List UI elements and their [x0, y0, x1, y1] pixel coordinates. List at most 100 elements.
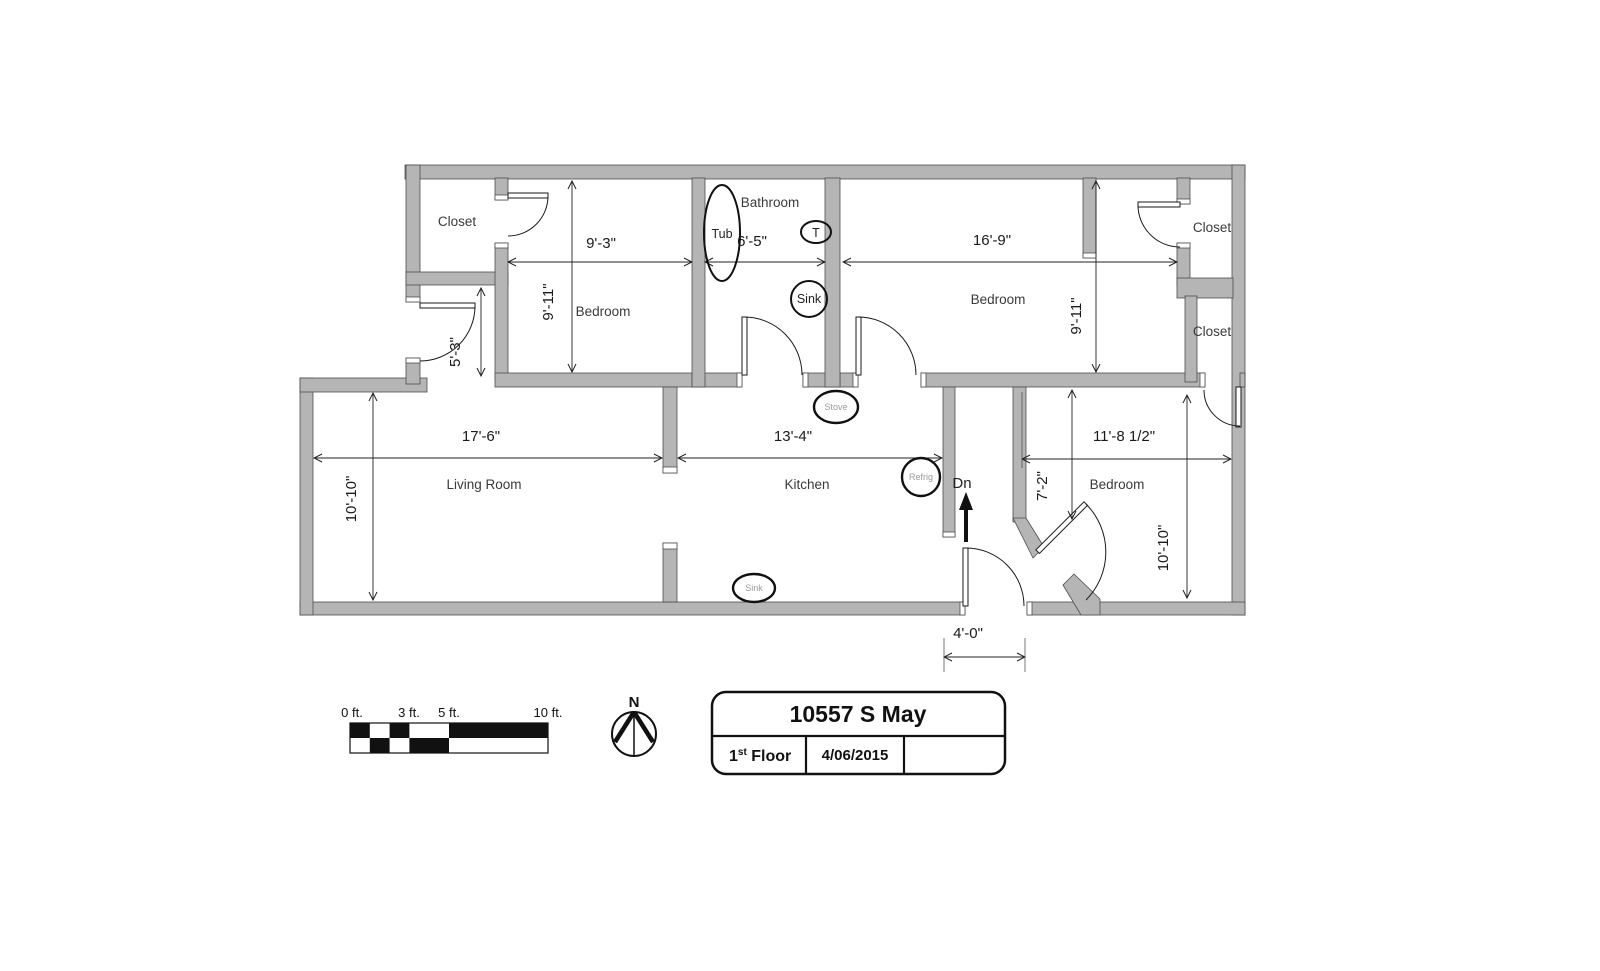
closet2-door-leaf: [1137, 201, 1181, 208]
room-bathroom: Bathroom: [741, 195, 800, 210]
scale-tick-5: 5 ft.: [438, 705, 460, 720]
dim-entry-door-width: 4'-0": [953, 625, 983, 642]
room-bedroom-upper-right: Bedroom: [971, 292, 1026, 307]
jamb: [1176, 242, 1191, 249]
dim-living-width: 17'-6": [462, 428, 500, 445]
closet3-door-swing: [1203, 389, 1241, 427]
title-floor-word: Floor: [747, 748, 791, 765]
wall-top-exterior: [404, 164, 1246, 180]
room-living-room: Living Room: [446, 477, 521, 492]
title-block-frame: [710, 690, 1007, 776]
dim-hall-depth: 7'-2": [1034, 471, 1051, 501]
kitchen-sink-label: Sink: [745, 583, 763, 593]
room-closet-right-lower: Closet: [1193, 324, 1232, 339]
dim-kitchen-width: 13'-4": [774, 428, 812, 445]
wall-bed3-angled-stub: [1062, 573, 1101, 616]
dim-bed3-depth: 10'-10": [1155, 525, 1172, 572]
jamb: [662, 542, 678, 550]
title-floor-number: 1: [729, 748, 738, 765]
stair-down: Dn: [952, 475, 973, 542]
closet1-door-swing: [507, 195, 549, 237]
dim-bed3-width: 11'-8 1/2": [1093, 428, 1155, 445]
room-bedroom-lower-right: Bedroom: [1090, 477, 1145, 492]
dim-bath-width: 6'-5": [737, 233, 767, 250]
entry-left-door-leaf: [419, 302, 476, 309]
room-closet-upper-left: Closet: [438, 214, 477, 229]
bath-sink-icon: [790, 280, 828, 318]
closet2-door-swing: [1137, 204, 1181, 248]
wall-closets-divider: [1176, 277, 1234, 299]
toilet-icon: [800, 220, 832, 244]
jamb: [494, 242, 509, 249]
jamb: [802, 372, 809, 388]
closet3-door-leaf: [1235, 386, 1242, 428]
bedroom2-door-swing: [857, 316, 917, 376]
title-floor: 1st Floor: [729, 747, 791, 765]
scale-tick-3: 3 ft.: [398, 705, 420, 720]
bathroom-door-swing: [743, 316, 803, 376]
scale-seg: [449, 723, 548, 738]
wall-bed1-bottom: [494, 372, 693, 388]
wall-bed2-bottom-right: [920, 372, 1206, 388]
scale-bar: 0 ft. 3 ft. 5 ft. 10 ft.: [341, 705, 563, 754]
dim-bed1-depth: 9'-11": [540, 283, 557, 320]
room-closet-right-upper: Closet: [1193, 220, 1232, 235]
refrigerator-label: Refrig: [909, 472, 933, 482]
scale-tick-0: 0 ft.: [341, 705, 363, 720]
jamb: [405, 296, 421, 303]
scale-seg: [369, 738, 390, 753]
jamb: [662, 466, 678, 474]
stair-down-label: Dn: [952, 475, 971, 492]
dimension-lines: [314, 181, 1231, 672]
closet1-door-leaf: [507, 192, 549, 199]
entry-left-door-swing: [419, 305, 476, 362]
bathroom-door-leaf: [741, 316, 748, 376]
toilet-label: T: [812, 226, 820, 240]
wall-living-kitchen-upper-stub: [662, 386, 678, 474]
jamb: [494, 194, 509, 201]
scale-tick-10: 10 ft.: [534, 705, 563, 720]
scale-seg: [409, 738, 449, 753]
fixtures: Tub T Sink Stove Refrig Sink: [703, 184, 942, 604]
room-labels: Closet Bedroom Bathroom Bedroom Closet C…: [438, 195, 1232, 492]
dim-entry-height: 5'-3": [447, 337, 464, 367]
bedroom2-door-leaf: [855, 316, 862, 376]
wall-left-exterior: [299, 377, 314, 616]
wall-closet3-front: [1184, 295, 1198, 383]
title-date: 4/06/2015: [822, 747, 889, 764]
bath-sink-label: Sink: [797, 292, 822, 306]
wall-living-kitchen-lower-stub: [662, 542, 678, 603]
compass-north-label: N: [629, 694, 640, 711]
entry-bottom-door-leaf: [962, 547, 969, 607]
jamb: [1082, 252, 1097, 259]
compass: N: [611, 694, 657, 757]
jamb: [736, 372, 743, 388]
stove-icon: [812, 389, 860, 425]
entry-bottom-door-swing: [965, 547, 1025, 607]
jamb: [405, 357, 421, 364]
dim-bed2-depth: 9'-11": [1068, 297, 1085, 334]
compass-wing-left: [613, 710, 636, 744]
jamb: [942, 531, 956, 538]
tub-icon: [703, 184, 741, 282]
stove-label: Stove: [824, 402, 847, 412]
dimension-labels: 9'-3" 6'-5" 16'-9" 9'-11" 9'-11" 5'-3" 1…: [343, 232, 1172, 642]
dim-bed2-width: 16'-9": [973, 232, 1011, 249]
scale-seg: [350, 723, 370, 738]
wall-closet1-bottom: [405, 271, 509, 286]
wall-closet3-bottom-jamb: [1239, 372, 1246, 388]
title-address: 10557 S May: [790, 701, 927, 727]
jamb: [1199, 372, 1206, 388]
wall-corridor-right: [1012, 386, 1027, 523]
dim-bed1-width: 9'-3": [586, 235, 616, 252]
jamb: [1026, 601, 1033, 616]
wall-living-top: [299, 377, 428, 393]
kitchen-sink-icon: [731, 572, 777, 604]
wall-bed2-vestibule-stub: [1082, 177, 1097, 259]
wall-bottom-exterior-right: [1026, 601, 1246, 616]
wall-bath-bed2: [824, 177, 841, 388]
compass-wing-right: [632, 710, 655, 744]
